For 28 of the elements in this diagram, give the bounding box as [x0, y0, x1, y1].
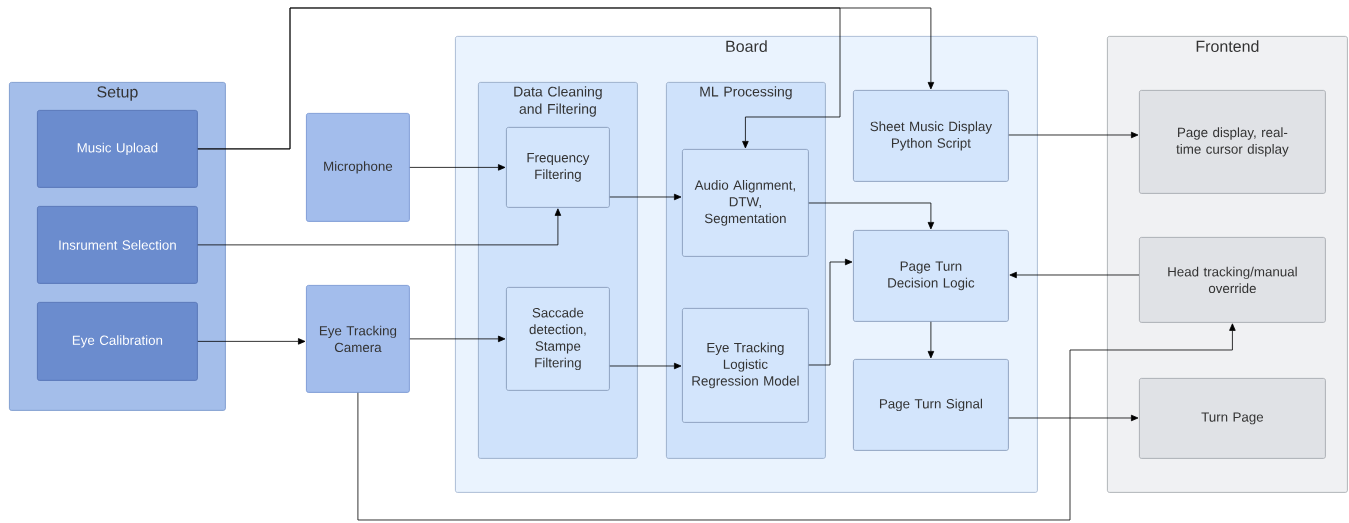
process-box: Turn Page: [1139, 378, 1326, 459]
process-box: Sheet Music Display Python Script: [853, 90, 1009, 182]
arrow: [1009, 271, 1140, 279]
process-box: Page display, real-time cursor display: [1139, 90, 1326, 194]
arrow: [1008, 414, 1139, 422]
process-box: Eye Calibration: [37, 302, 198, 381]
arrow: [927, 321, 935, 359]
arrow: [357, 323, 1236, 521]
process-box: Eye Tracking Logistic Regression Model: [682, 308, 809, 423]
device-box: Microphone: [306, 113, 410, 222]
arrow: [409, 335, 506, 343]
arrow: [197, 208, 562, 246]
process-box: Head tracking/manual override: [1139, 237, 1326, 323]
process-box: Saccade detection, Stampe Filtering: [506, 287, 610, 391]
arrow: [609, 193, 682, 201]
arrow: [1008, 131, 1139, 139]
device-box: Eye Tracking Camera: [306, 285, 410, 393]
arrow: [808, 258, 853, 366]
process-box: Music Upload: [37, 110, 198, 188]
arrow: [808, 202, 935, 230]
process-box: Frequency Filtering: [506, 127, 610, 208]
arrow: [609, 362, 682, 370]
process-box: Page Turn Decision Logic: [853, 230, 1009, 322]
process-box: Insrument Selection: [37, 206, 198, 284]
arrow: [409, 164, 506, 171]
process-box: Audio Alignment, DTW, Segmentation: [682, 149, 809, 257]
process-box: Page Turn Signal: [853, 359, 1009, 451]
arrow: [197, 338, 306, 345]
